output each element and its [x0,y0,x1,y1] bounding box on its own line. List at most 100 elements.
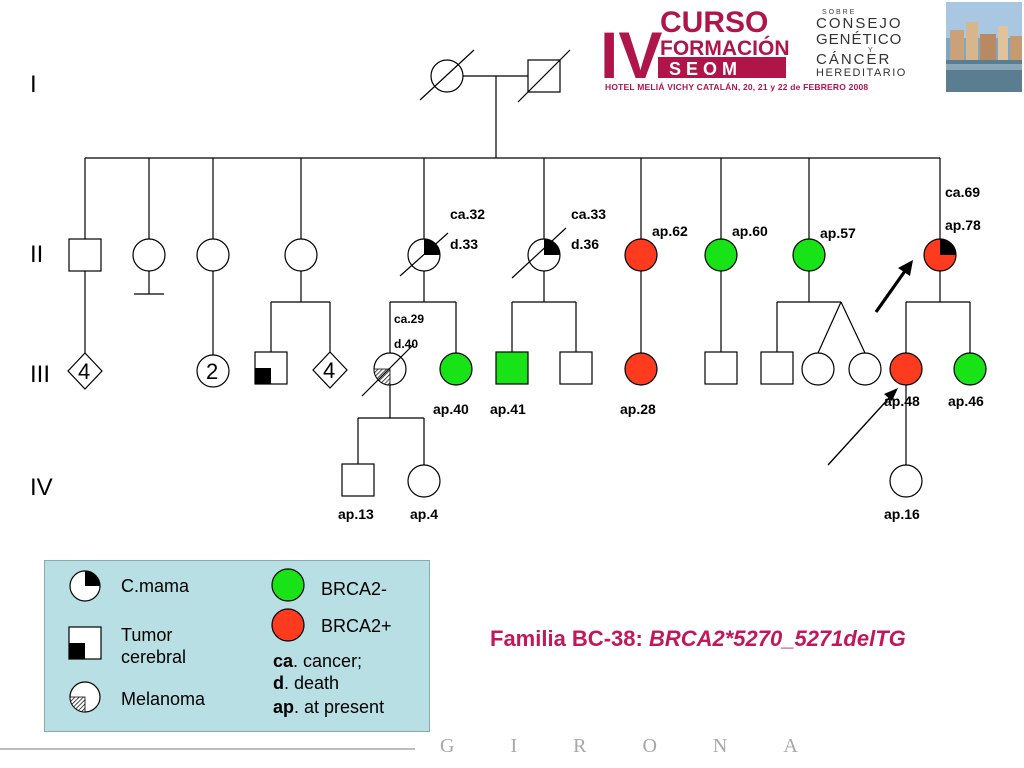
gen3-sibship-1: 4 [67,352,103,390]
legend-abbrev-ap-value: . at present [294,697,385,717]
gen3-female-14-proband [889,352,923,386]
gen2-female-8-brca2-negative [704,238,738,272]
label-iii-14: ap.48 [884,393,920,409]
label-ii-9: ap.57 [820,225,856,241]
label-iii-5-cancer: ca.29 [394,312,424,326]
label-ii-5-cancer: ca.32 [450,206,485,222]
footer-city: GIRONA [440,735,854,757]
gen2-female-5-breast-cancer-deceased [399,232,449,277]
logo-y: Y [868,47,873,54]
gen1-male-deceased [517,49,571,103]
legend-breast-cancer-icon [69,570,101,602]
legend-abbrev-ca-key: ca [273,651,294,671]
label-iii-9: ap.28 [620,401,656,417]
label-iv-1: ap.13 [338,506,374,522]
course-logo: IV CURSO FORMACIÓN S E O M S O B R E CON… [600,6,907,92]
legend-melanoma-icon [69,681,101,713]
label-iii-6: ap.40 [433,401,469,417]
logo-cancer: CÁNCER [816,51,891,68]
label-ii-5-death: d.33 [450,236,478,252]
gen3-female-12-twin [801,352,835,386]
proband-arrow-thick [874,260,913,313]
gen2-female-10-proband-mother [923,238,957,272]
gen1-female-deceased [419,49,475,101]
gen3-male-10 [704,351,738,385]
family-title: Familia BC-38: BRCA2*5270_5271delTG [490,626,906,652]
legend-abbrev-ca: ca. cancer; [273,650,362,672]
gen2-female-2 [132,238,166,272]
gen3-male-8 [559,351,593,385]
legend-brca2-positive-icon [271,608,305,642]
logo-formacion: FORMACIÓN [660,36,790,60]
label-iii-7: ap.41 [490,401,526,417]
legend-breast-label: C.mama [121,576,190,596]
legend-negative-label: BRCA2- [321,579,388,599]
gen3-sibship-4: 4 [312,351,348,389]
legend-melanoma-label: Melanoma [121,689,206,709]
label-iii-15: ap.46 [948,393,984,409]
label-ii-7: ap.62 [652,223,688,239]
generation-label-3: III [30,361,50,388]
venue-line: HOTEL MELIÁ VICHY CATALÁN, 20, 21 y 22 d… [605,82,869,92]
logo-seom-band [658,57,786,78]
gen3-count-1: 4 [78,359,90,384]
label-ii-10-present: ap.78 [945,217,981,233]
logo-roman: IV [600,18,662,92]
legend-abbrev-d-key: d [273,673,284,693]
legend-abbrev-d-value: . death [284,673,340,693]
gen3-male-brain-tumor [254,351,288,385]
gen3-male-11 [760,351,794,385]
pedigree-lines [84,75,971,465]
label-iii-5-death: d.40 [394,337,418,351]
logo-hereditario: HEREDITARIO [816,67,907,79]
gen3-female-5-melanoma-deceased [361,343,415,397]
generation-label-4: IV [30,474,53,501]
label-iv-3: ap.16 [884,506,920,522]
family-title-prefix: Familia BC-38: [490,626,649,651]
legend-abbrev-ca-value: . cancer; [293,651,363,671]
footer-divider [0,748,415,750]
logo-curso: CURSO [660,6,768,39]
logo-consejo: CONSEJO [816,15,903,32]
generation-label-1: I [30,71,37,98]
gen2-female-7-brca2-positive [624,238,658,272]
gen2-male-1 [68,238,102,272]
logo-seom: S E O M [669,59,737,79]
gen3-female-13-twin [848,352,882,386]
label-ii-6-death: d.36 [571,236,599,252]
legend-abbrev-ap: ap. at present [273,696,384,718]
gen2-female-6-breast-cancer-deceased [511,227,567,279]
family-title-mutation: BRCA2*5270_5271delTG [648,626,906,651]
gen3-female-9-brca2-positive [624,352,658,386]
gen3-sibship-2: 2 [196,354,230,388]
legend-abbrev-ap-key: ap [273,697,295,717]
proband-arrow-thin [827,388,898,466]
gen2-female-9-brca2-negative [792,238,826,272]
legend-brain-tumor-icon [68,626,102,660]
logo-sobre: S O B R E [822,9,855,16]
gen3-female-6-brca2-negative [439,352,473,386]
legend-positive-label: BRCA2+ [321,616,392,636]
legend-symbols [68,568,305,713]
label-iv-2: ap.4 [410,506,438,522]
gen3-count-4: 4 [323,358,335,383]
legend-abbrev-d: d. death [273,672,339,694]
gen3-count-2: 2 [206,359,218,384]
gen4-female-3 [889,464,923,498]
gen2-female-4 [284,238,318,272]
label-ii-10-cancer: ca.69 [945,184,980,200]
gen4-female-2 [407,464,441,498]
generation-label-2: II [30,241,43,268]
label-ii-6-cancer: ca.33 [571,206,606,222]
gen2-female-3 [196,238,230,272]
gen3-female-15-brca2-negative [953,352,987,386]
legend-brca2-negative-icon [271,568,305,602]
legend-brain-label: Tumor cerebral [121,625,187,667]
logo-genetico: GENÉTICO [816,31,902,48]
city-photo-icon [946,2,1022,92]
gen4-male-1 [341,463,375,497]
gen3-male-7-brca2-negative [495,351,529,385]
label-ii-8: ap.60 [732,223,768,239]
legend-box: C.mama Tumor cerebral Melanoma BRCA2- BR… [44,560,430,732]
